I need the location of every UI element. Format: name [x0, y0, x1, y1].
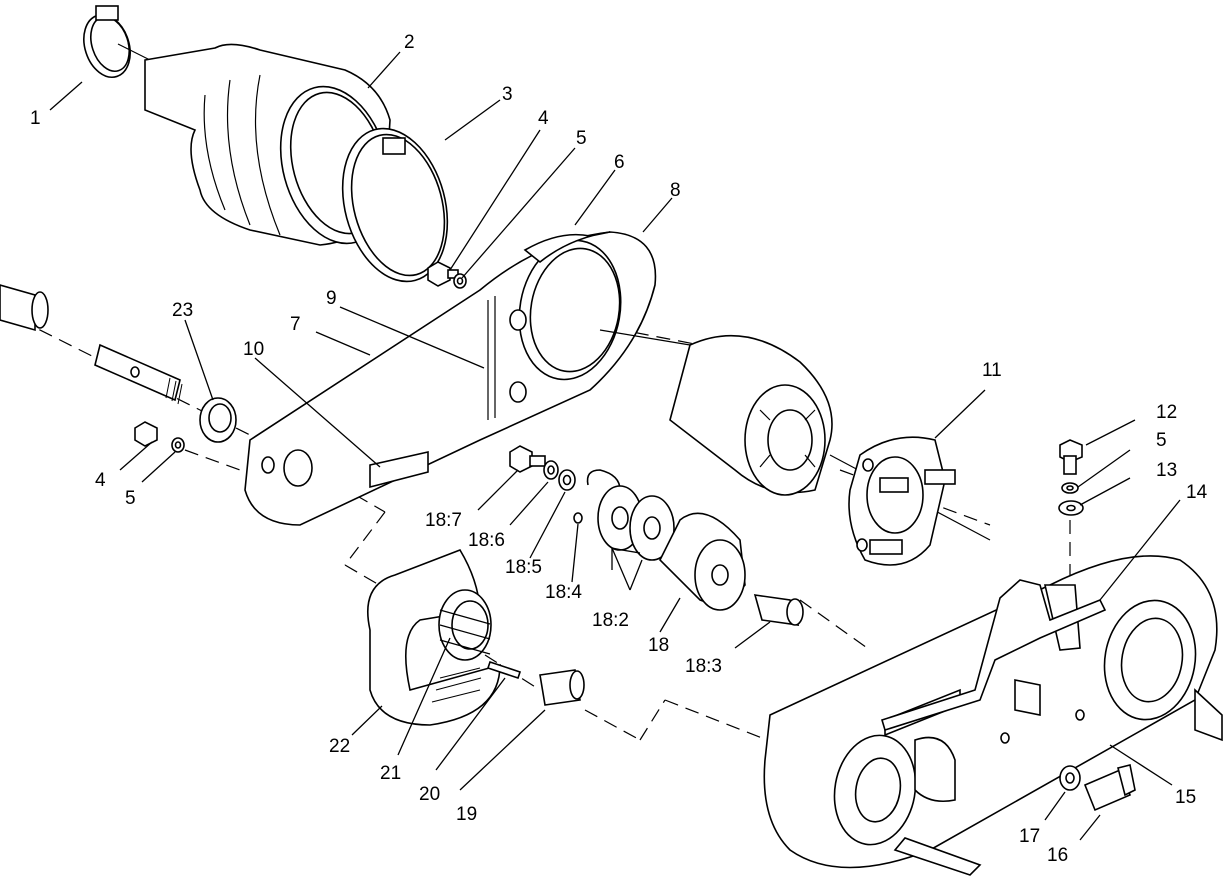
chaincase-cover [244, 231, 657, 526]
callout-2: 2 [404, 32, 415, 53]
callout-22: 22 [329, 736, 350, 757]
idler-spacer [753, 594, 804, 626]
pulley-bushing [539, 669, 585, 706]
callout-1: 1 [30, 108, 41, 129]
callout-15: 15 [1175, 787, 1196, 808]
callout-8: 8 [670, 180, 681, 201]
callout-9: 9 [326, 288, 337, 309]
bolt-housing [1083, 764, 1136, 812]
gearbox-housing [763, 555, 1223, 876]
snap-ring [573, 469, 621, 524]
drive-pulley [438, 589, 492, 661]
callout-18-2: 18:2 [592, 610, 629, 631]
callout-18-6: 18:6 [468, 530, 505, 551]
flange-plate [848, 436, 956, 566]
leader-lines [49, 51, 1181, 841]
callout-10: 10 [243, 339, 264, 360]
callout-21: 21 [380, 763, 401, 784]
idler-bolt [509, 445, 546, 473]
callout-19: 19 [456, 804, 477, 825]
callout-labels: 1 2 3 4 5 6 8 9 7 10 23 11 12 5 13 14 15… [30, 32, 1208, 866]
hose-clamp-small [83, 5, 151, 78]
idler-washer-a [543, 460, 559, 480]
callout-18-4: 18:4 [545, 582, 582, 603]
callout-16: 16 [1047, 845, 1068, 866]
callout-7: 7 [290, 314, 301, 335]
rotor-drum [599, 329, 991, 541]
idler-pulley [659, 512, 746, 611]
callout-4-upper: 4 [538, 108, 549, 129]
callout-11: 11 [982, 360, 1002, 381]
washer-right-small [1061, 482, 1079, 494]
callout-18: 18 [648, 635, 669, 656]
callout-5-upper: 5 [576, 128, 587, 149]
callout-17: 17 [1019, 826, 1040, 847]
idler-bearings [597, 485, 675, 561]
callout-12: 12 [1156, 402, 1177, 423]
washer-lower [171, 437, 185, 453]
washer-housing [1059, 765, 1081, 791]
callout-14: 14 [1186, 482, 1208, 503]
callout-6: 6 [614, 152, 625, 173]
mounting-bracket [881, 579, 1107, 732]
callout-4-lower: 4 [95, 470, 106, 491]
washer-right-large [1058, 500, 1084, 516]
callout-5-lower: 5 [125, 488, 136, 509]
idler-washer-b [558, 469, 576, 491]
drive-shaft [0, 284, 183, 405]
callout-23: 23 [172, 300, 193, 321]
callout-3: 3 [502, 84, 513, 105]
callout-18-3: 18:3 [685, 656, 722, 677]
callout-5-right: 5 [1156, 430, 1167, 451]
bolt-right [1059, 439, 1083, 475]
callout-13: 13 [1156, 460, 1177, 481]
bolt-lower [134, 421, 158, 447]
hose-clamp-large [341, 127, 449, 283]
bearing-seal [199, 397, 237, 443]
callout-18-7: 18:7 [425, 510, 462, 531]
pulley-key [486, 660, 522, 680]
callout-20: 20 [419, 784, 440, 805]
callout-18-5: 18:5 [505, 557, 542, 578]
